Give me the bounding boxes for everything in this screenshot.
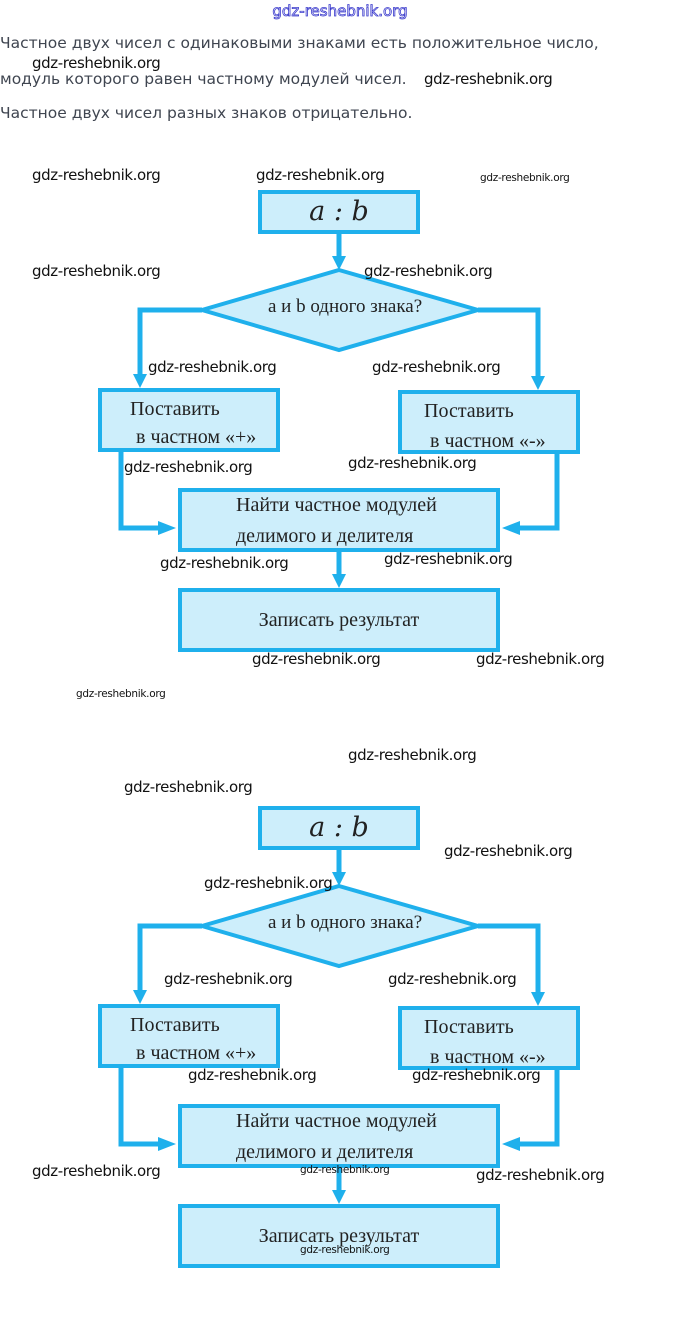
set-minus-line1: Поставить (424, 1016, 514, 1038)
decision-label: а и b одного знака? (268, 912, 423, 933)
watermark: gdz-reshebnik.org (32, 166, 161, 184)
watermark: gdz-reshebnik.org (32, 262, 161, 280)
arrow-head-icon (502, 521, 520, 535)
arrow-head-icon (133, 990, 147, 1004)
start-box: a : b (258, 190, 420, 234)
arrow-head-icon (158, 521, 176, 535)
watermark: gdz-reshebnik.org (424, 70, 553, 88)
watermark: gdz-reshebnik.org (300, 1244, 390, 1256)
set-minus-box: Поставить в частном «-» (398, 1006, 580, 1070)
start-box: a : b (258, 806, 420, 850)
flowchart-connectors (118, 234, 560, 588)
watermark: gdz-reshebnik.org (412, 1066, 541, 1084)
watermark: gdz-reshebnik.org (148, 358, 277, 376)
decision-diamond (194, 883, 486, 969)
find-line2: делимого и делителя (236, 1141, 414, 1163)
decision-diamond (194, 267, 486, 353)
watermark: gdz-reshebnik.org (32, 54, 161, 72)
watermark: gdz-reshebnik.org (300, 1164, 390, 1176)
rule-different-signs: Частное двух чисел разных знаков отрицат… (0, 104, 413, 122)
set-minus-line2: в частном «-» (430, 430, 546, 452)
arrow-head-icon (133, 374, 147, 388)
watermark: gdz-reshebnik.org (388, 970, 517, 988)
rule-same-signs-line1: Частное двух чисел с одинаковыми знаками… (0, 34, 599, 52)
write-label: Записать результат (258, 1225, 420, 1247)
flowchart-2: a : b а и b одного знака? Поставить в ча… (0, 798, 680, 1338)
watermark: gdz-reshebnik.org (480, 172, 570, 184)
watermark: gdz-reshebnik.org (476, 1166, 605, 1184)
watermark: gdz-reshebnik.org (348, 746, 477, 764)
find-line1: Найти частное модулей (236, 1110, 437, 1132)
watermark: gdz-reshebnik.org (204, 874, 333, 892)
set-plus-line1: Поставить (130, 398, 220, 420)
set-minus-line2: в частном «-» (430, 1046, 546, 1068)
start-label: a : b (309, 196, 369, 227)
watermark: gdz-reshebnik.org (76, 688, 166, 700)
set-plus-line2: в частном «+» (136, 426, 257, 448)
arrow-head-icon (502, 1137, 520, 1151)
watermark: gdz-reshebnik.org (188, 1066, 317, 1084)
arrow-head-icon (332, 1190, 346, 1204)
find-quotient-box: Найти частное модулей делимого и делител… (178, 1104, 500, 1168)
watermark: gdz-reshebnik.org (364, 262, 493, 280)
connector-minus-to-find (518, 454, 560, 531)
arrow-head-icon (531, 992, 545, 1006)
connector-plus-to-find (118, 1068, 160, 1147)
watermark: gdz-reshebnik.org (164, 970, 293, 988)
write-result-box: Записать результат (178, 588, 500, 652)
connector-decision-yes (137, 923, 202, 992)
find-line2: делимого и делителя (236, 525, 414, 547)
watermark: gdz-reshebnik.org (124, 778, 253, 796)
connector-plus-to-find (118, 452, 160, 531)
arrow-head-icon (332, 574, 346, 588)
arrow-head-icon (332, 872, 346, 886)
watermark: gdz-reshebnik.org (252, 650, 381, 668)
set-plus-box: Поставить в частном «+» (98, 1004, 280, 1068)
arrow-head-icon (531, 376, 545, 390)
watermark: gdz-reshebnik.org (256, 166, 385, 184)
connector-decision-no (478, 307, 541, 378)
arrow-head-icon (332, 256, 346, 270)
watermark: gdz-reshebnik.org (372, 358, 501, 376)
connector-minus-to-find (518, 1070, 560, 1147)
set-plus-box: Поставить в частном «+» (98, 388, 280, 452)
start-label: a : b (309, 812, 369, 843)
set-minus-line1: Поставить (424, 400, 514, 422)
watermark: gdz-reshebnik.org (476, 650, 605, 668)
set-minus-box: Поставить в частном «-» (398, 390, 580, 454)
watermark: gdz-reshebnik.org (348, 454, 477, 472)
connector-decision-yes (137, 307, 202, 376)
watermark: gdz-reshebnik.org (32, 1162, 161, 1180)
connector-decision-no (478, 923, 541, 994)
flowchart-connectors (118, 850, 560, 1204)
find-line1: Найти частное модулей (236, 494, 437, 516)
decision-label: а и b одного знака? (268, 296, 423, 317)
watermark: gdz-reshebnik.org (384, 550, 513, 568)
write-label: Записать результат (258, 609, 420, 631)
set-plus-line1: Поставить (130, 1014, 220, 1036)
site-header-link[interactable]: gdz-reshebnik.org (272, 2, 408, 21)
watermark: gdz-reshebnik.org (124, 458, 253, 476)
watermark: gdz-reshebnik.org (444, 842, 573, 860)
arrow-head-icon (158, 1137, 176, 1151)
set-plus-line2: в частном «+» (136, 1042, 257, 1064)
write-result-box: Записать результат (178, 1204, 500, 1268)
rule-same-signs-line2: модуль которого равен частному модулей ч… (0, 70, 407, 88)
watermark: gdz-reshebnik.org (160, 554, 289, 572)
flowchart-1: a : b а и b одного знака? Поставить в ча… (0, 182, 680, 722)
find-quotient-box: Найти частное модулей делимого и делител… (178, 488, 500, 552)
